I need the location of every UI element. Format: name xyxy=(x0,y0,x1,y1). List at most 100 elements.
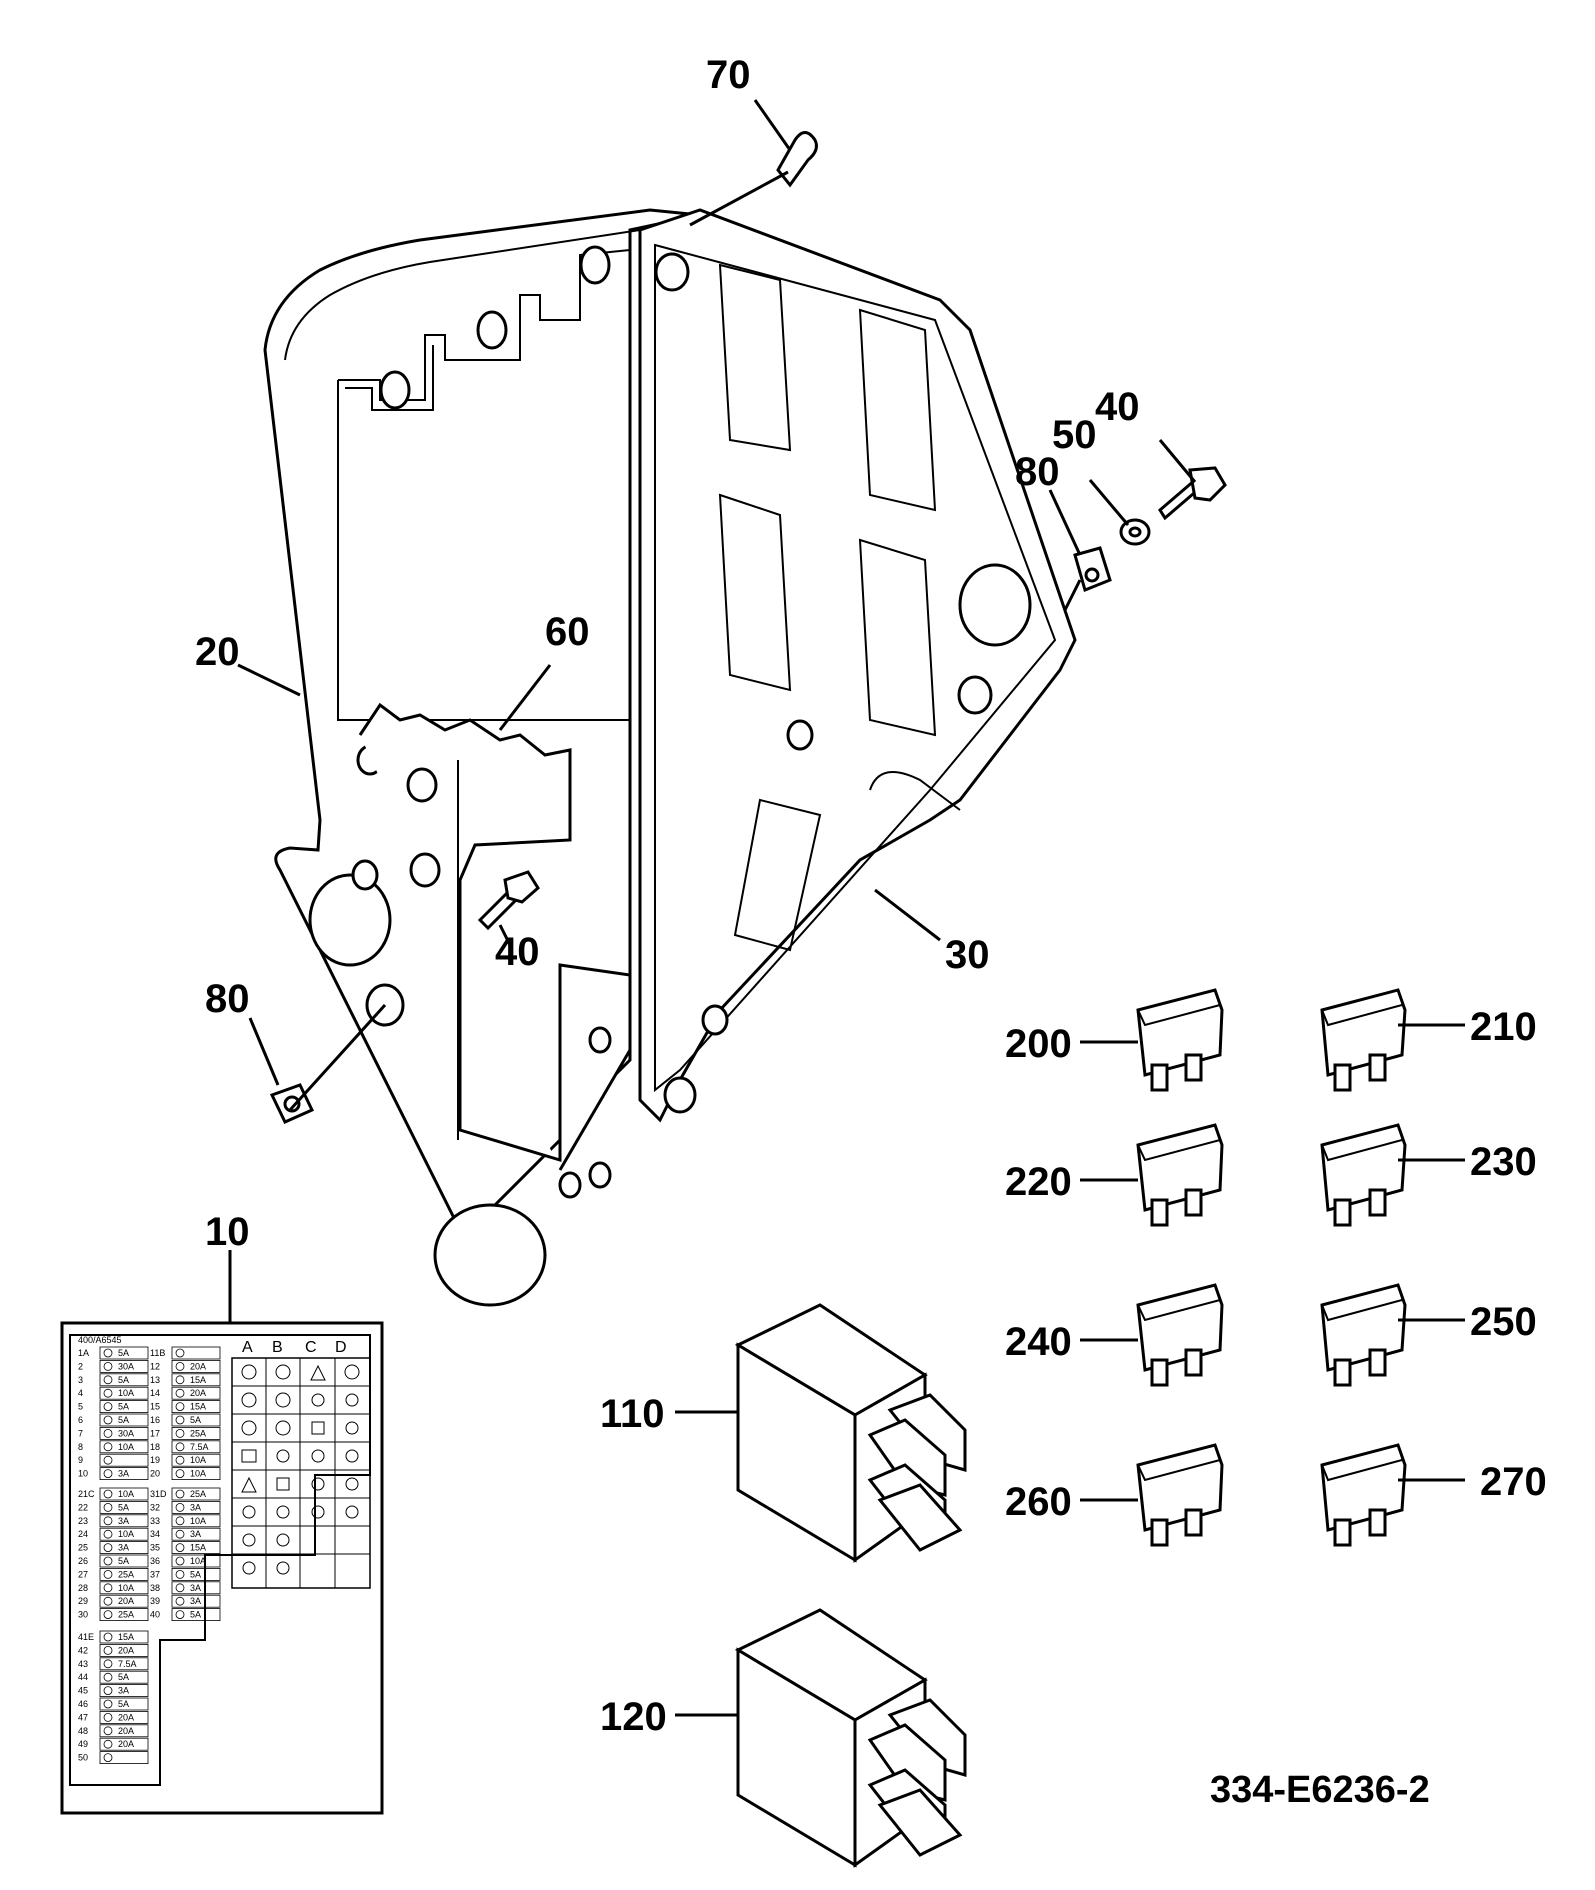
fuse-amperage: 10A xyxy=(118,1489,134,1499)
fuse-amperage: 30A xyxy=(118,1428,134,1438)
fuse-amperage: 3A xyxy=(190,1596,201,1606)
fuse-cell xyxy=(99,1711,149,1724)
fuse-cell xyxy=(171,1568,221,1581)
fuse-cell xyxy=(171,1360,221,1373)
fuse-cell xyxy=(99,1453,149,1467)
fuse-cell xyxy=(99,1697,149,1711)
fuse-number: 47 xyxy=(78,1712,88,1722)
fuse-cell xyxy=(99,1670,149,1684)
fuse-200 xyxy=(1136,988,1224,1092)
fuse-amperage: 3A xyxy=(118,1543,129,1553)
fuse-amperage: 7.5A xyxy=(190,1442,209,1452)
fuse-cell xyxy=(171,1608,221,1621)
fuse-cell xyxy=(99,1514,149,1528)
fuse-number: 2 xyxy=(78,1361,83,1371)
callout-80-left: 80 xyxy=(205,977,250,1021)
fuse-symbol-icon xyxy=(103,1442,113,1452)
fuse-symbol-icon xyxy=(103,1455,113,1465)
label-card-col-c: C xyxy=(305,1339,317,1356)
fuse-number: 19 xyxy=(150,1455,160,1465)
fuse-symbol-icon xyxy=(103,1388,113,1398)
fuse-cell xyxy=(171,1427,221,1440)
fuse-number: 29 xyxy=(78,1596,88,1606)
callout-110: 110 xyxy=(600,1392,665,1436)
fuse-symbol-icon xyxy=(103,1610,113,1619)
fuse-amperage: 25A xyxy=(190,1428,206,1438)
fuse-symbol-icon xyxy=(175,1570,185,1579)
fuse-symbol-icon xyxy=(103,1415,113,1425)
fuse-amperage: 10A xyxy=(190,1469,206,1479)
fuse-cell xyxy=(99,1501,149,1514)
fuse-cell xyxy=(171,1594,221,1608)
fuse-number: 31D xyxy=(150,1489,167,1499)
fuse-number: 36 xyxy=(150,1556,160,1566)
fuse-number: 48 xyxy=(78,1726,88,1736)
fuse-amperage: 20A xyxy=(118,1739,134,1749)
fuse-symbol-icon xyxy=(175,1375,185,1385)
washer-50 xyxy=(1119,518,1151,546)
fuse-symbol-icon xyxy=(103,1713,113,1722)
front-panel-30 xyxy=(638,208,1077,1123)
fuse-number: 25 xyxy=(78,1543,88,1553)
callout-210: 210 xyxy=(1470,1005,1537,1049)
fuse-cell xyxy=(99,1657,149,1671)
fuse-number: 44 xyxy=(78,1672,88,1682)
fuse-cell xyxy=(99,1568,149,1581)
fuse-cell xyxy=(99,1400,149,1413)
fuse-number: 13 xyxy=(150,1375,160,1385)
fuse-220 xyxy=(1136,1123,1224,1227)
fuse-amperage: 3A xyxy=(190,1583,201,1593)
fuse-cell xyxy=(171,1581,221,1595)
fuse-amperage: 3A xyxy=(118,1469,129,1479)
fuse-cell xyxy=(99,1427,149,1440)
fuse-number: 12 xyxy=(150,1361,160,1371)
fuse-cell xyxy=(99,1487,149,1501)
callout-230: 230 xyxy=(1470,1140,1537,1184)
fuse-cell xyxy=(99,1527,149,1541)
fuse-number: 6 xyxy=(78,1415,83,1425)
fuse-number: 22 xyxy=(78,1502,88,1512)
fuse-amperage: 5A xyxy=(118,1375,129,1385)
clip-nut-80-left xyxy=(269,1083,315,1124)
fuse-symbol-icon xyxy=(103,1402,113,1411)
fuse-amperage: 15A xyxy=(190,1402,206,1412)
fuse-cell xyxy=(99,1440,149,1454)
relay-120 xyxy=(734,1608,967,1868)
fuse-symbol-icon xyxy=(175,1529,185,1539)
fuse-cell xyxy=(99,1581,149,1595)
fuse-symbol-icon xyxy=(175,1469,185,1478)
fuse-symbol-icon xyxy=(103,1632,113,1642)
fuse-amperage: 25A xyxy=(190,1489,206,1499)
fuse-cell xyxy=(171,1541,221,1554)
fuse-amperage: 20A xyxy=(118,1596,134,1606)
fuse-number: 40 xyxy=(150,1610,160,1620)
fuse-number: 1A xyxy=(78,1348,89,1358)
callout-30: 30 xyxy=(945,933,990,977)
fuse-symbol-icon xyxy=(103,1699,113,1709)
fuse-number: 9 xyxy=(78,1455,83,1465)
fuse-amperage: 5A xyxy=(118,1402,129,1412)
clip-nut-80-right xyxy=(1073,546,1112,593)
fuse-amperage: 10A xyxy=(190,1455,206,1465)
fuse-number: 30 xyxy=(78,1610,88,1620)
fuse-number: 18 xyxy=(150,1442,160,1452)
fuse-cell xyxy=(99,1594,149,1608)
fuse-cell xyxy=(99,1373,149,1387)
fuse-250 xyxy=(1320,1283,1407,1387)
fuse-number: 27 xyxy=(78,1569,88,1579)
fuse-symbol-icon xyxy=(175,1402,185,1411)
fuse-amperage: 20A xyxy=(118,1726,134,1736)
fuse-number: 4 xyxy=(78,1388,83,1398)
fuse-amperage: 3A xyxy=(118,1516,129,1526)
fuse-symbol-icon xyxy=(103,1469,113,1478)
callout-50: 50 xyxy=(1052,413,1097,457)
callout-270: 270 xyxy=(1480,1460,1547,1504)
fuse-amperage: 10A xyxy=(118,1442,134,1452)
fuse-amperage: 5A xyxy=(190,1610,201,1620)
fuse-cell xyxy=(171,1501,221,1514)
fuse-symbol-icon xyxy=(103,1646,113,1655)
fuse-amperage: 25A xyxy=(118,1610,134,1620)
fuse-symbol-icon xyxy=(175,1455,185,1465)
